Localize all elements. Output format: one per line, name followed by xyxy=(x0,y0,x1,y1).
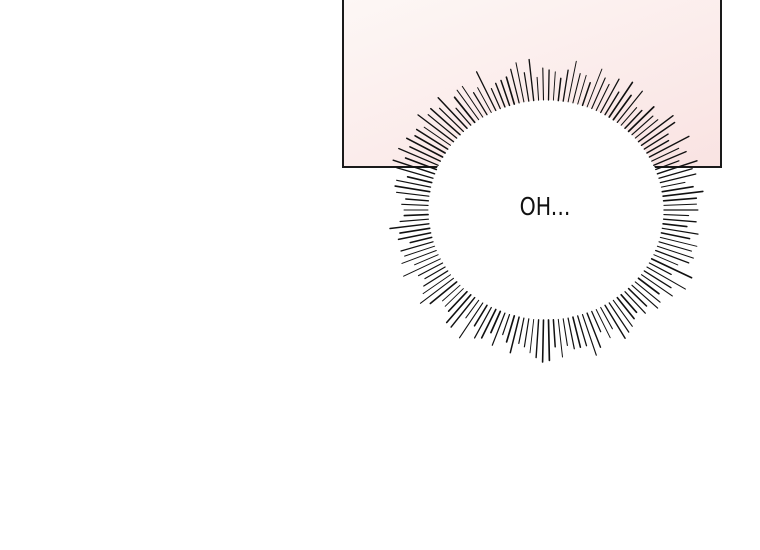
burst-spike xyxy=(405,198,430,202)
burst-spike xyxy=(473,304,488,327)
burst-spike xyxy=(417,262,444,277)
burst-spike xyxy=(491,312,506,346)
burst-spike xyxy=(409,236,433,244)
burst-spike xyxy=(447,290,468,312)
burst-spike xyxy=(465,299,480,319)
burst-spike xyxy=(442,284,461,302)
burst-spike xyxy=(399,227,431,234)
burst-spike xyxy=(660,232,691,240)
burst-spike xyxy=(608,302,630,333)
burst-spike xyxy=(616,296,635,320)
burst-spike xyxy=(660,181,686,188)
burst-spike xyxy=(535,319,540,359)
burst-spike xyxy=(591,310,602,333)
burst-spike xyxy=(547,319,551,362)
burst-spike xyxy=(655,249,690,264)
burst-spike xyxy=(662,197,698,202)
burst-spike xyxy=(396,179,432,188)
burst-spike xyxy=(659,236,698,247)
burst-spike xyxy=(662,190,704,198)
burst-spike xyxy=(562,318,568,347)
burst-spike xyxy=(581,314,597,356)
burst-spike xyxy=(509,316,520,354)
burst-spike xyxy=(419,277,455,304)
burst-spike xyxy=(403,213,429,217)
speech-text: OH... xyxy=(519,192,571,221)
burst-spike xyxy=(658,241,693,252)
burst-spike xyxy=(662,218,697,223)
burst-spike xyxy=(662,223,688,228)
burst-spike xyxy=(653,254,679,266)
burst-spike xyxy=(640,274,673,297)
burst-spike xyxy=(406,175,433,184)
burst-spike xyxy=(637,277,660,295)
burst-spike xyxy=(397,232,432,241)
burst-spike xyxy=(620,293,638,314)
burst-spike xyxy=(600,306,613,330)
burst-spike xyxy=(502,314,511,336)
burst-spike xyxy=(541,319,545,363)
burst-spike xyxy=(663,203,697,206)
burst-spike xyxy=(389,223,430,230)
burst-spike xyxy=(404,245,436,257)
burst-spike xyxy=(577,315,588,347)
burst-spike xyxy=(595,309,611,339)
burst-spike xyxy=(552,319,556,348)
burst-spike xyxy=(523,318,530,348)
burst-spike xyxy=(490,310,502,334)
burst-spike xyxy=(396,167,434,179)
burst-spike xyxy=(659,173,697,184)
burst-spike xyxy=(663,214,690,217)
burst-spike xyxy=(400,241,434,252)
burst-spike xyxy=(567,317,575,350)
burst-spike xyxy=(643,270,672,289)
burst-spike xyxy=(648,262,672,276)
burst-spike xyxy=(661,185,694,193)
burst-spike xyxy=(414,254,439,266)
burst-spike xyxy=(572,316,582,348)
burst-spike xyxy=(646,266,686,290)
burst-spike xyxy=(401,203,429,206)
burst-spike xyxy=(401,250,437,264)
burst-spike xyxy=(458,302,484,339)
burst-spike xyxy=(627,287,648,307)
burst-spike xyxy=(529,318,535,354)
previous-comic-panel xyxy=(342,0,722,168)
burst-spike xyxy=(396,191,430,197)
burst-spike xyxy=(403,258,441,277)
burst-spike xyxy=(450,296,476,328)
burst-spike xyxy=(480,308,497,339)
burst-spike xyxy=(423,270,449,287)
burst-spike xyxy=(604,304,626,340)
burst-spike xyxy=(518,317,525,345)
burst-spike xyxy=(429,281,458,305)
burst-spike xyxy=(422,274,451,295)
burst-spike xyxy=(634,281,661,303)
burst-spike xyxy=(661,227,699,235)
burst-spike xyxy=(424,266,446,280)
burst-spike xyxy=(656,245,694,259)
burst-spike xyxy=(505,315,516,343)
burst-spike xyxy=(557,318,564,358)
burst-spike xyxy=(658,168,693,179)
burst-spike xyxy=(445,293,472,324)
burst-spike xyxy=(586,312,602,348)
burst-spike xyxy=(631,284,659,309)
burst-spike xyxy=(612,299,633,327)
burst-spike xyxy=(394,185,431,193)
burst-spike xyxy=(624,291,646,314)
burst-spike xyxy=(473,306,492,339)
burst-spike xyxy=(650,258,693,279)
burst-spike xyxy=(399,218,429,223)
burst-spike xyxy=(444,288,464,307)
